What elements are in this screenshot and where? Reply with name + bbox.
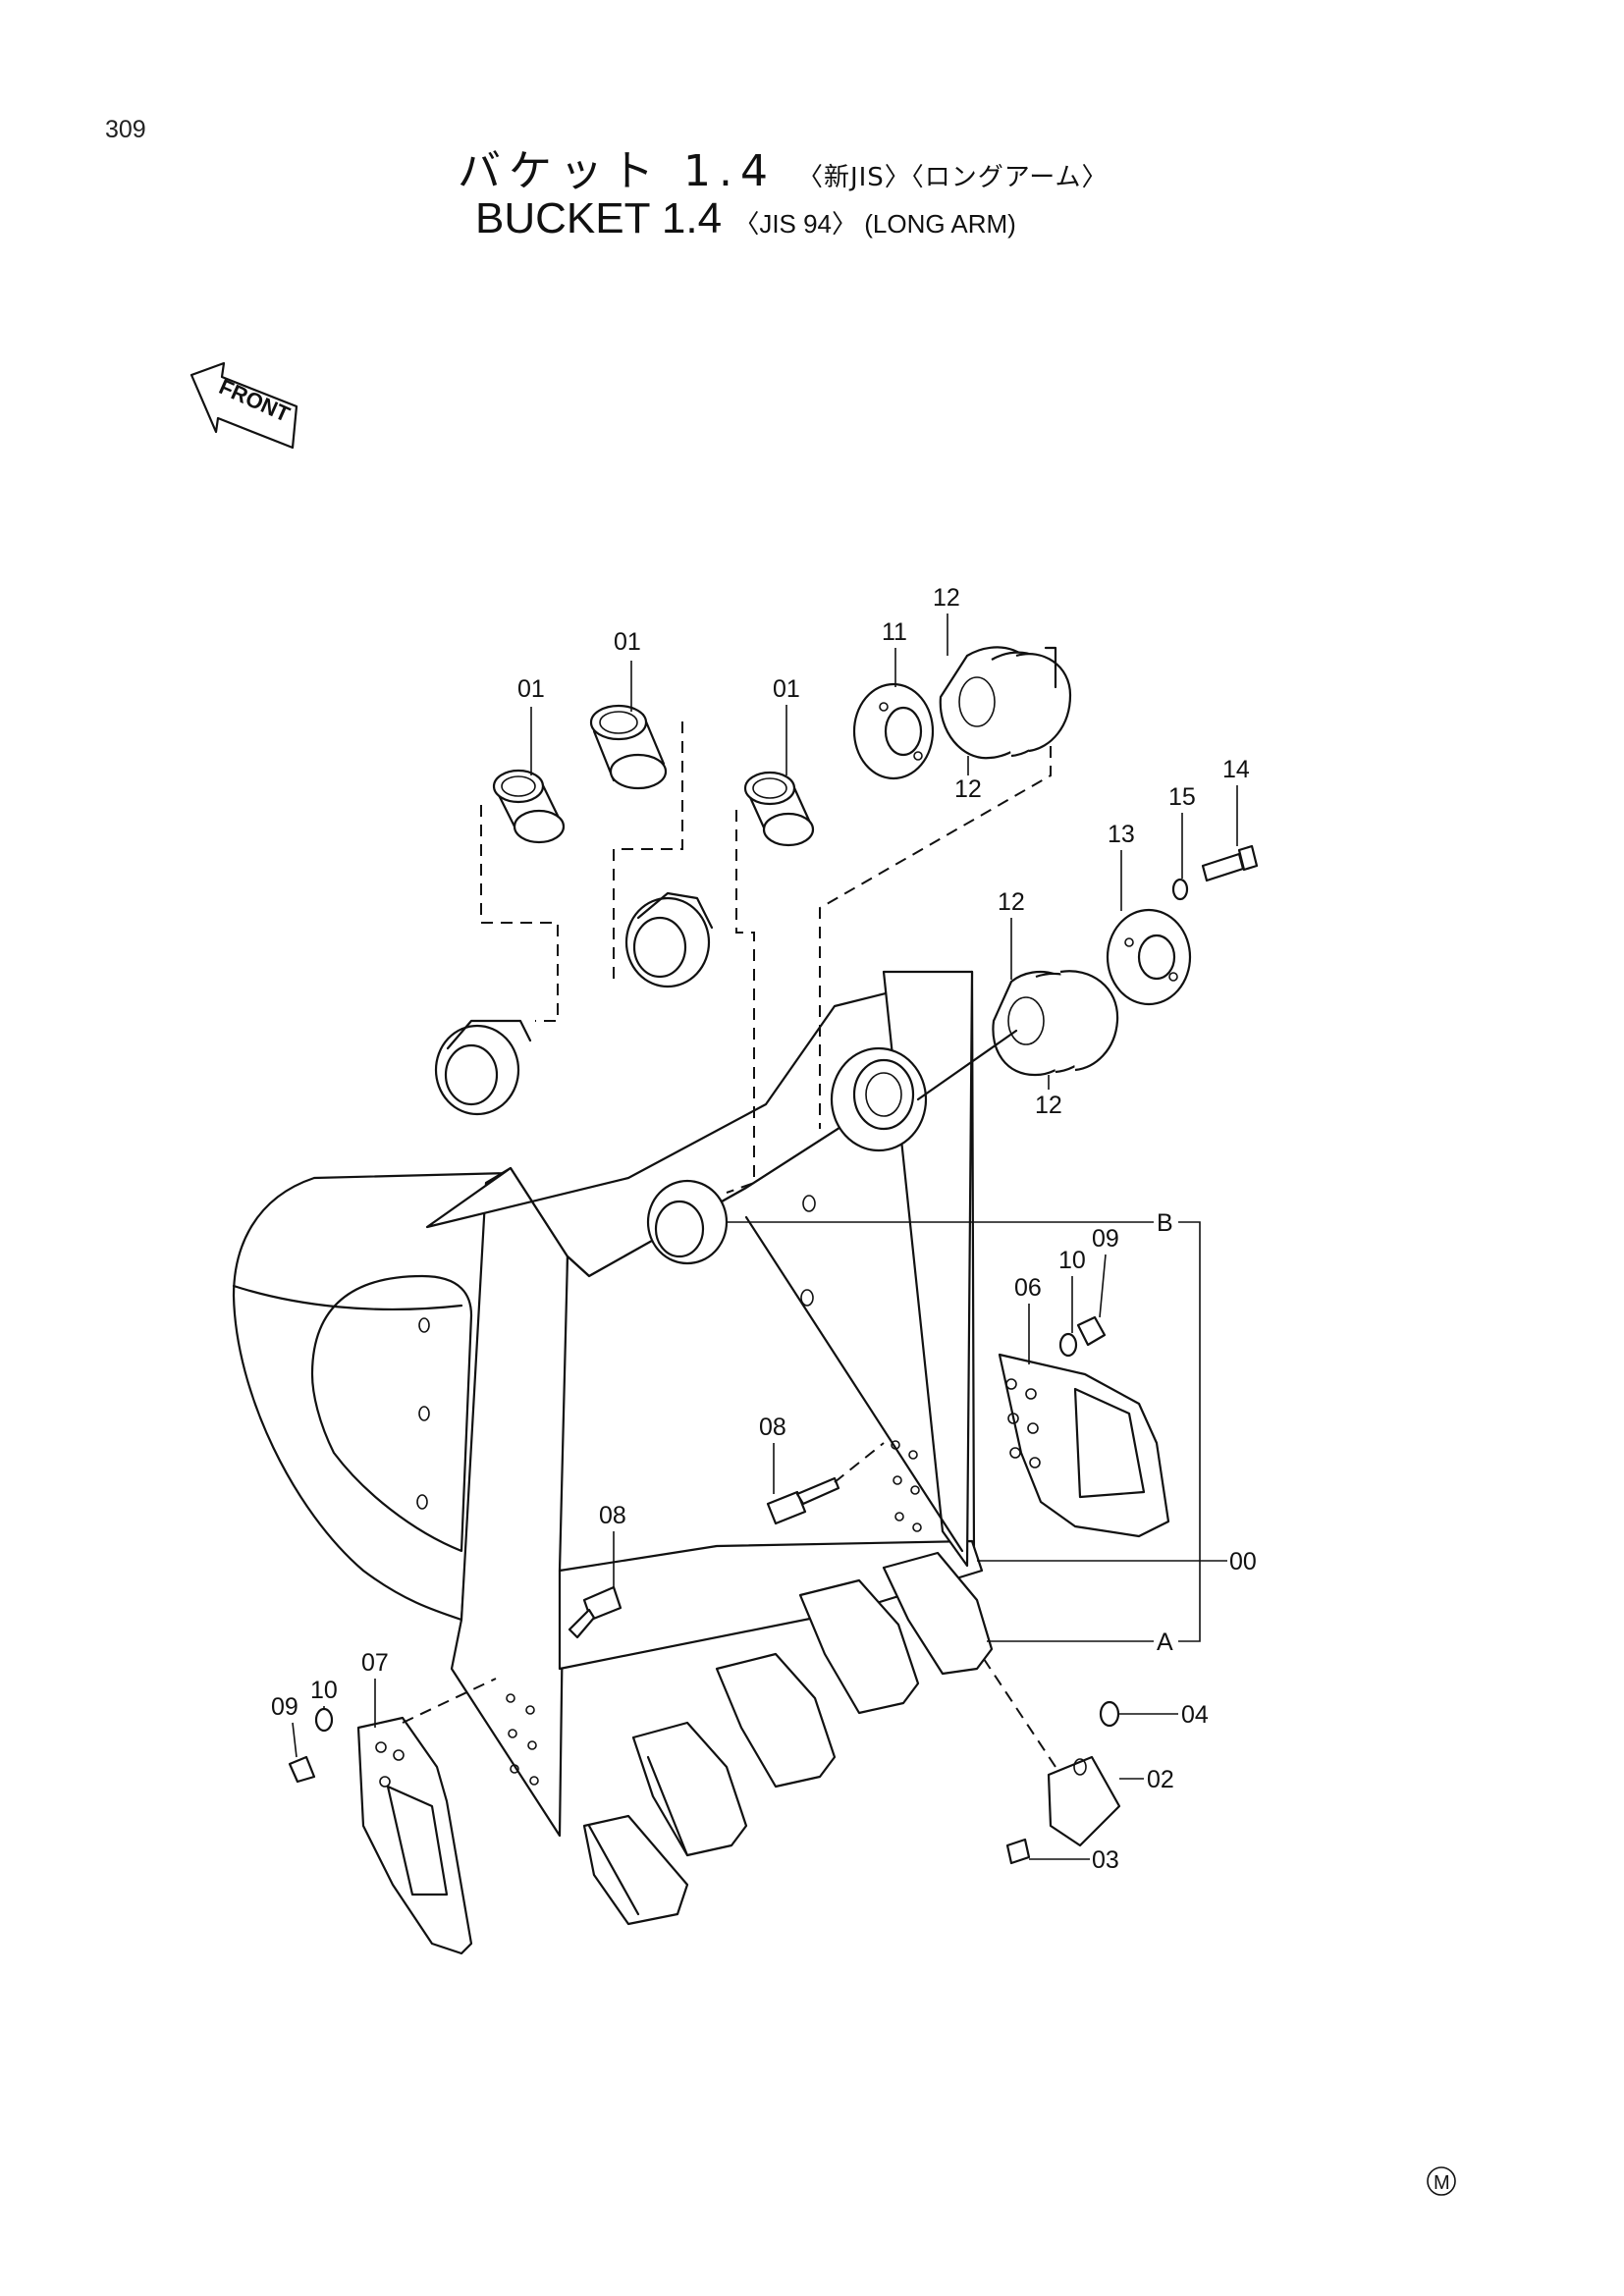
washer-left: [314, 1707, 334, 1733]
title-en-sub: 〈JIS 94〉 (LONG ARM): [733, 209, 1016, 239]
bolt-left: [568, 1585, 623, 1639]
callout-10-left: 10: [310, 1677, 338, 1704]
bucket-side-holes-right: [891, 1440, 922, 1532]
callout-12-top-lower: 12: [954, 775, 982, 803]
callout-01-right: 01: [773, 675, 800, 703]
callout-08-center: 08: [759, 1414, 786, 1441]
callout-00: 00: [1229, 1548, 1257, 1575]
boss-right-large: [830, 1046, 928, 1152]
title-jp-main: バケット 1.4: [458, 146, 776, 196]
boss-left: [434, 1019, 532, 1116]
page-number: 309: [105, 116, 146, 143]
callout-12-mid-lower: 12: [1035, 1092, 1062, 1119]
bushing-left: [492, 769, 566, 844]
m-mark-label: M: [1434, 2172, 1450, 2194]
teeth-row: [582, 1551, 994, 1926]
bucket-side-holes-left: [506, 1693, 539, 1786]
callout-12-top-upper: 12: [933, 584, 960, 612]
bolt-side: [1201, 844, 1259, 882]
callout-07: 07: [361, 1649, 389, 1677]
callout-13: 13: [1108, 821, 1135, 848]
callout-11: 11: [882, 618, 907, 646]
title-english: BUCKET 1.4 〈JIS 94〉 (LONG ARM): [475, 194, 1016, 243]
pin-lower: [1005, 1838, 1031, 1865]
callout-09-right: 09: [1092, 1225, 1119, 1253]
callout-10-right: 10: [1058, 1247, 1086, 1274]
callout-03: 03: [1092, 1846, 1119, 1874]
washer-side: [1171, 878, 1189, 901]
boss-top: [624, 891, 714, 988]
callout-12-mid-upper: 12: [998, 888, 1025, 916]
callout-06: 06: [1014, 1274, 1042, 1302]
washer-right: [1058, 1332, 1078, 1358]
nut-right: [1076, 1315, 1107, 1347]
bushing-right: [743, 771, 815, 847]
callouts: 01 01 01 11 12 12 14 15 13: [271, 584, 1257, 1874]
shim-stack-mid: [992, 970, 1119, 1077]
callout-a: A: [1157, 1629, 1173, 1656]
callout-08-left: 08: [599, 1502, 626, 1529]
front-arrow-icon: FRONT: [189, 361, 298, 450]
plate-mid: [1106, 908, 1192, 1006]
callout-02: 02: [1147, 1766, 1174, 1793]
callout-b: B: [1157, 1209, 1173, 1237]
boss-lower: [646, 1179, 729, 1265]
callout-01-left: 01: [517, 675, 545, 703]
callout-15: 15: [1168, 783, 1196, 811]
callout-09-left: 09: [271, 1693, 298, 1721]
bushing-top: [589, 704, 668, 790]
title-en-main: BUCKET 1.4: [475, 194, 723, 242]
side-cutter-right: [998, 1353, 1170, 1538]
side-cutter-left: [356, 1716, 473, 1955]
lock-pin: [1099, 1700, 1120, 1728]
title-japanese: バケット 1.4 〈新JIS〉〈ロングアーム〉: [458, 135, 1108, 198]
shim-stack-top: [939, 646, 1072, 760]
nut-left: [288, 1755, 316, 1784]
callout-04: 04: [1181, 1701, 1209, 1729]
tooth-point: [1047, 1755, 1121, 1847]
title-jp-sub: 〈新JIS〉〈ロングアーム〉: [796, 163, 1109, 192]
bolt-center: [766, 1476, 840, 1525]
callout-14: 14: [1222, 756, 1250, 783]
callout-01-top: 01: [614, 628, 641, 656]
plate-top: [852, 682, 935, 780]
m-mark: M: [1427, 2166, 1456, 2196]
